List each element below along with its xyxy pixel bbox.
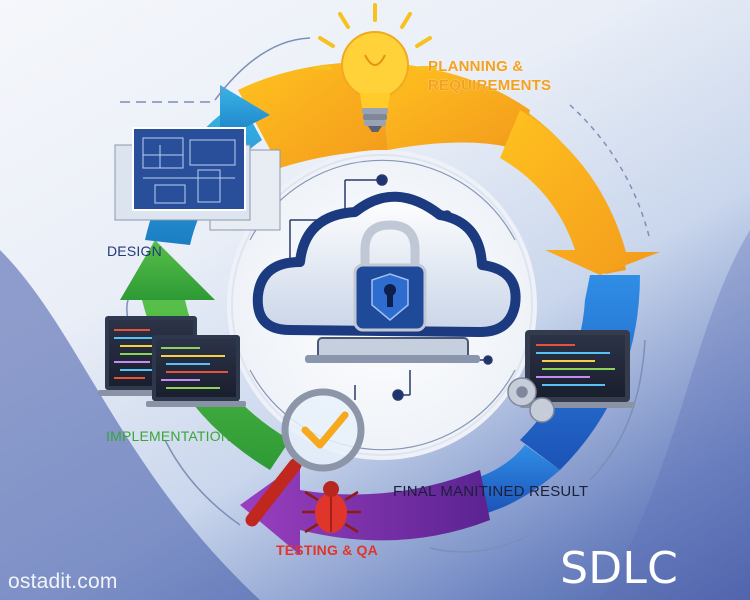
watermark: ostadit.com [8, 570, 118, 593]
laptop-code-icon [98, 316, 246, 407]
cloud-lock-icon [252, 191, 521, 363]
final-result-label: FINAL MANITINED RESULT [393, 483, 589, 500]
planning-label: PLANNING & REQUIREMENTS [428, 57, 551, 95]
planning-label-line1: PLANNING & [428, 58, 524, 75]
gear-icon [507, 377, 555, 423]
lightbulb-icon [313, 3, 437, 132]
blueprint-icon [114, 127, 281, 231]
sdlc-title: SDLC [560, 543, 678, 594]
bug-icon [302, 481, 361, 534]
orbit-arrows [120, 37, 651, 553]
testing-arrow [240, 462, 490, 555]
testing-label: TESTING & QA [276, 542, 378, 558]
magnifier-check-icon [245, 388, 365, 527]
implementation-label: IMPLEMENTATION [106, 428, 232, 444]
design-label: DESIGN [107, 243, 162, 259]
planning-label-line2: REQUIREMENTS [428, 77, 552, 94]
code-monitor-icon [507, 330, 635, 423]
planning-arrow [248, 64, 626, 274]
